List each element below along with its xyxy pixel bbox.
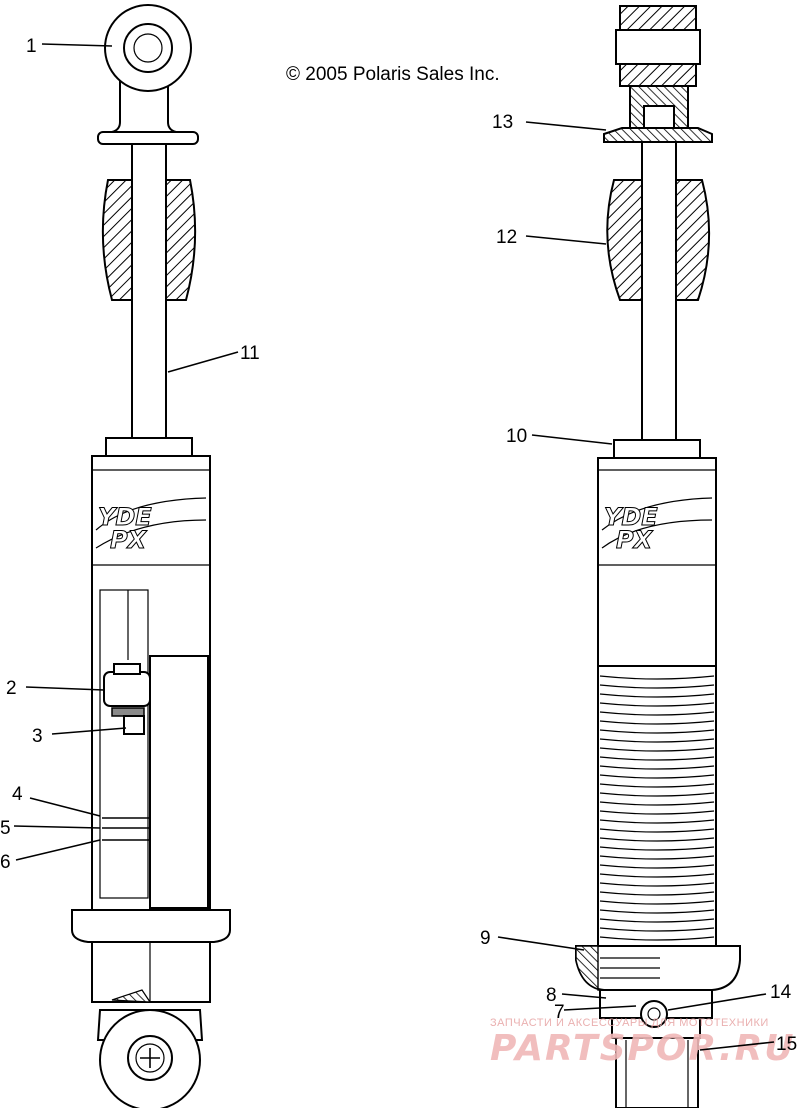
thread-groove	[599, 720, 715, 725]
thread-groove	[599, 684, 715, 689]
thread-groove	[599, 711, 715, 716]
copyright-notice: © 2005 Polaris Sales Inc.	[286, 64, 500, 85]
callout-4: 4	[12, 784, 23, 805]
callout-7: 7	[554, 1002, 565, 1023]
thread-groove	[599, 738, 715, 743]
callout-15: 15	[776, 1034, 797, 1055]
thread-groove	[599, 783, 715, 788]
thread-groove	[599, 693, 715, 698]
thread-groove	[599, 855, 715, 860]
top-eyelet	[97, 4, 199, 145]
jounce-bumper	[101, 179, 197, 301]
watermark-brand: PARTSPOR.RU	[490, 1028, 796, 1069]
callout-12: 12	[496, 227, 517, 248]
thread-groove	[599, 918, 715, 923]
callout-labels: 1 2 3 4 5 6 7 8 9 10 11 12 13 14 15	[0, 36, 797, 1055]
svg-text:YDE: YDE	[604, 503, 658, 531]
threaded-body	[597, 665, 717, 947]
thread-groove	[599, 882, 715, 887]
body-logo: YDE	[98, 503, 152, 531]
callout-9: 9	[480, 928, 491, 949]
top-mount	[615, 5, 701, 137]
thread-groove	[599, 702, 715, 707]
watermark: ЗАПЧАСТИ И АКСЕССУАРЫ ДЛЯ МОТОТЕХНИКИ PA…	[490, 1017, 796, 1069]
thread-groove	[599, 936, 715, 941]
right-shock: YDE PX	[575, 5, 741, 1108]
thread-groove	[599, 927, 715, 932]
thread-groove	[599, 801, 715, 806]
callout-5: 5	[0, 818, 11, 839]
thread-groove	[599, 747, 715, 752]
thread-groove	[599, 873, 715, 878]
thread-groove	[599, 756, 715, 761]
thread-groove	[599, 819, 715, 824]
thread-groove	[599, 900, 715, 905]
callout-3: 3	[32, 726, 43, 747]
thread-groove	[599, 774, 715, 779]
thread-groove	[599, 828, 715, 833]
svg-text:PX: PX	[616, 526, 654, 554]
svg-text:PX: PX	[110, 526, 148, 554]
thread-groove	[599, 765, 715, 770]
callout-8: 8	[546, 985, 557, 1006]
thread-groove	[599, 864, 715, 869]
thread-groove	[599, 675, 715, 680]
callout-1: 1	[26, 36, 37, 57]
shock-body: YDE PX	[91, 455, 211, 911]
callout-6: 6	[0, 852, 11, 873]
thread-groove	[599, 837, 715, 842]
callout-10: 10	[506, 426, 527, 447]
thread-groove	[599, 792, 715, 797]
thread-groove	[599, 891, 715, 896]
thread-groove	[599, 810, 715, 815]
shaft	[131, 143, 167, 443]
callout-11: 11	[240, 343, 260, 364]
bottom-eyelet	[96, 1009, 204, 1108]
leader-lines	[13, 43, 775, 1051]
left-shock: YDE PX	[71, 4, 231, 1108]
thread-groove	[599, 846, 715, 851]
callout-2: 2	[6, 678, 17, 699]
thread-groove	[599, 729, 715, 734]
callout-13: 13	[492, 112, 513, 133]
thread-groove	[599, 909, 715, 914]
watermark-tagline: ЗАПЧАСТИ И АКСЕССУАРЫ ДЛЯ МОТОТЕХНИКИ	[490, 1017, 769, 1029]
callout-14: 14	[770, 982, 792, 1003]
washer	[603, 127, 713, 143]
